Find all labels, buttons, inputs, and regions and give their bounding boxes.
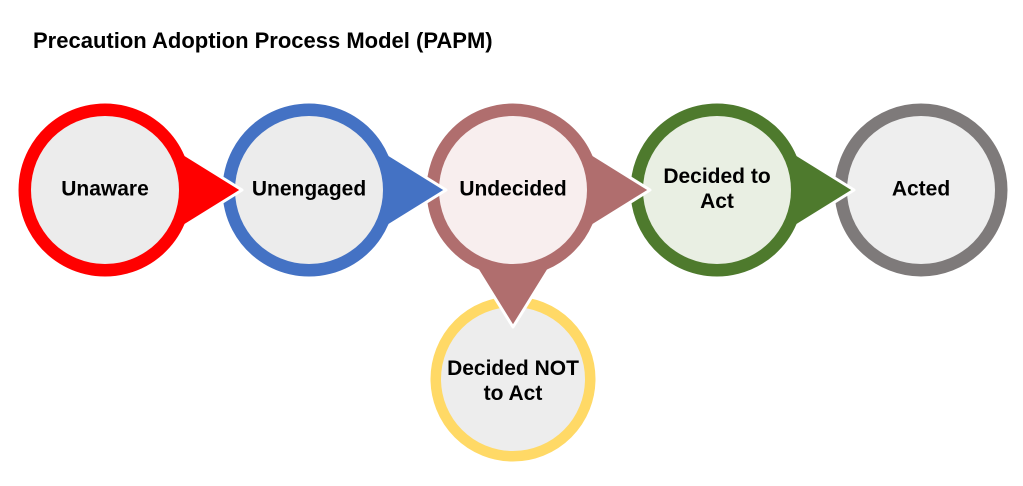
stage-shape-unaware [15, 100, 244, 280]
stage-shape-undecided [423, 100, 652, 329]
stage-fill-undecided [439, 116, 587, 264]
stage-shape-acted [831, 100, 1011, 280]
stage-fill-unengaged [235, 116, 383, 264]
stage-shape-unengaged [219, 100, 448, 280]
stage-fill-unaware [31, 116, 179, 264]
stage-shape-decided-to-act [627, 100, 856, 280]
stage-fill-decided-not-to-act [441, 307, 585, 451]
stage-fill-decided-to-act [643, 116, 791, 264]
stage-shape-decided-not-to-act [427, 293, 599, 465]
stage-fill-acted [847, 116, 995, 264]
diagram-title: Precaution Adoption Process Model (PAPM) [33, 28, 493, 53]
